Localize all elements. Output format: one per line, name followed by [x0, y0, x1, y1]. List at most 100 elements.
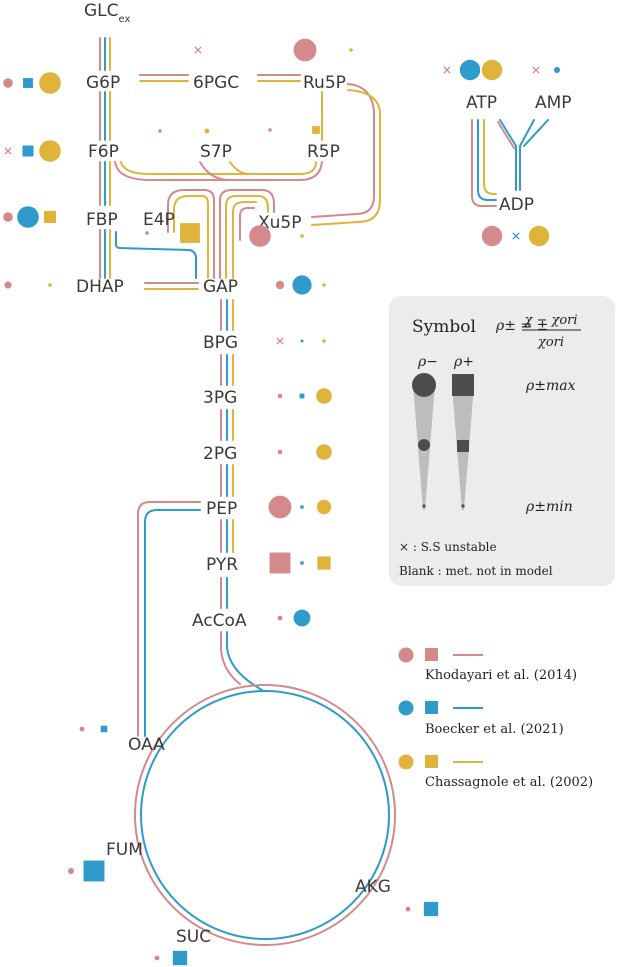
lower-glycolysis-lines — [220, 299, 263, 691]
legend-circle-chassagnole — [398, 754, 414, 770]
marker-ru5p-chassagnole — [349, 48, 353, 52]
legend-item-khodayari: Khodayari et al. (2014) — [398, 647, 577, 683]
met-atp: ATP — [466, 93, 497, 113]
tca-cycle-lines — [134, 684, 396, 946]
met-suc: SUC — [176, 927, 211, 947]
marker-3pg-chassagnole — [316, 388, 332, 404]
legend-label-boecker: Boecker et al. (2021) — [425, 722, 564, 737]
marker-fbp-chassagnole — [43, 210, 57, 224]
marker-amp-khodayari — [532, 66, 540, 74]
sensitivity-markers — [3, 38, 560, 966]
met-oaa: OAA — [128, 735, 165, 755]
met-amp: AMP — [535, 93, 572, 113]
fbp-gap-line — [115, 231, 197, 279]
marker-2pg-chassagnole — [316, 444, 332, 460]
met-pyr: PYR — [206, 555, 238, 575]
marker-3pg-khodayari — [278, 394, 282, 398]
marker-3pg-boecker — [299, 393, 305, 399]
marker-akg-khodayari — [405, 906, 411, 912]
metabolite-labels: GLCex G6P 6PGC Ru5P F6P S7P R5P FBP E4P … — [76, 1, 572, 947]
rho-minus-max-circle — [412, 373, 436, 397]
marker-f6p-boecker — [22, 145, 34, 157]
marker-bpg-boecker — [300, 339, 304, 343]
marker-s7p-khodayari — [158, 129, 162, 133]
marker-accoa-boecker — [293, 609, 311, 627]
marker-gap-boecker — [292, 275, 312, 295]
met-pep: PEP — [206, 499, 237, 519]
rho-plus-min-square — [461, 504, 465, 508]
rho-max-label: ρ±max — [525, 378, 576, 394]
rho-plus-max-square — [452, 374, 474, 396]
met-fbp: FBP — [86, 210, 118, 230]
marker-e4p-chassagnole — [180, 223, 200, 243]
dhap-gap-lines — [144, 282, 199, 290]
legend-item-boecker: Boecker et al. (2021) — [398, 700, 564, 737]
marker-s7p-chassagnole — [204, 128, 210, 134]
oxidative-ppp-lines — [139, 74, 301, 82]
marker-amp-boecker — [554, 67, 560, 73]
note-blank: Blank : met. not in model — [399, 564, 553, 578]
rho-minus-mid-circle — [418, 439, 430, 451]
legend-item-chassagnole: Chassagnole et al. (2002) — [398, 754, 593, 790]
legend-square-chassagnole — [425, 755, 438, 768]
marker-accoa-khodayari — [277, 615, 283, 621]
met-e4p: E4P — [143, 210, 175, 230]
legend-circle-boecker — [398, 700, 414, 716]
marker-6pgc-khodayari — [194, 46, 202, 54]
symbol-box-background — [389, 296, 615, 586]
marker-pep-khodayari — [268, 495, 292, 519]
marker-ru5p-khodayari — [293, 38, 317, 62]
marker-suc-boecker — [172, 950, 188, 966]
marker-pep-boecker — [300, 505, 304, 509]
reaction-lines — [99, 37, 549, 946]
marker-r5p-khodayari — [268, 128, 272, 132]
marker-xu5p-chassagnole — [300, 234, 304, 238]
met-dhap: DHAP — [76, 277, 124, 297]
marker-f6p-chassagnole — [39, 140, 61, 162]
rho-plus-label: ρ+ — [453, 354, 474, 370]
met-f6p: F6P — [88, 142, 119, 162]
note-unstable: × : S.S unstable — [399, 540, 497, 554]
legend-label-khodayari: Khodayari et al. (2014) — [425, 668, 577, 683]
marker-adp-chassagnole — [528, 225, 550, 247]
marker-xu5p-khodayari — [249, 225, 271, 247]
marker-bpg-chassagnole — [322, 339, 326, 343]
marker-fum-khodayari — [68, 868, 74, 874]
marker-dhap-chassagnole — [48, 283, 52, 287]
model-legend: Khodayari et al. (2014) Boecker et al. (… — [398, 647, 593, 790]
s7p-branch-lines — [167, 189, 275, 279]
rho-minus-min-circle — [422, 504, 426, 508]
met-akg: AKG — [355, 877, 391, 897]
symbol-title: Symbol — [412, 317, 476, 337]
met-6pgc: 6PGC — [193, 73, 239, 93]
marker-gap-khodayari — [275, 280, 285, 290]
marker-2pg-khodayari — [278, 450, 282, 454]
marker-f6p-khodayari — [4, 147, 12, 155]
ru5p-xu5p-loop — [311, 83, 381, 226]
f6p-s7p-arcs — [114, 161, 323, 181]
legend-circle-khodayari — [398, 647, 414, 663]
energy-lines — [471, 119, 549, 207]
marker-atp-khodayari — [443, 66, 451, 74]
met-fum: FUM — [106, 840, 143, 860]
symbol-legend-box: Symbol ρ± = ± χ − χori χori ρ− ρ+ ρ±max … — [389, 296, 615, 586]
pep-oaa-lines — [137, 501, 201, 737]
met-glc: GLCex — [84, 1, 130, 25]
met-3pg: 3PG — [203, 388, 237, 408]
marker-e4p-khodayari — [145, 231, 149, 235]
glycolysis-trunk-lines — [99, 37, 111, 279]
legend-label-chassagnole: Chassagnole et al. (2002) — [425, 775, 593, 790]
met-xu5p: Xu5P — [258, 213, 302, 233]
marker-oaa-boecker — [100, 725, 108, 733]
marker-pep-chassagnole — [316, 499, 332, 515]
marker-g6p-chassagnole — [39, 72, 61, 94]
marker-pyr-boecker — [300, 561, 304, 565]
rho-formula-denominator: χori — [537, 335, 564, 350]
marker-pyr-khodayari — [269, 552, 291, 574]
legend-square-khodayari — [425, 648, 438, 661]
met-adp: ADP — [499, 195, 534, 215]
marker-atp-chassagnole — [481, 59, 503, 81]
met-r5p: R5P — [307, 142, 340, 162]
